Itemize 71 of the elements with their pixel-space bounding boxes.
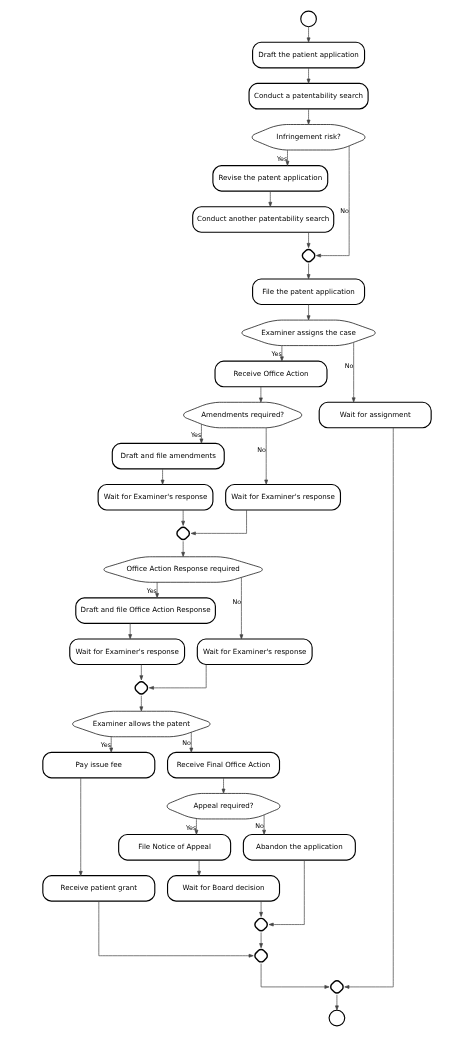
arrow xyxy=(262,814,266,835)
node-diamond xyxy=(134,681,149,695)
node-ellipse: Amendments required? xyxy=(183,401,303,429)
node-ellipse: Examiner allows the patent xyxy=(72,710,211,738)
arrow xyxy=(189,731,194,753)
arrow xyxy=(285,149,290,166)
arrow xyxy=(148,664,207,690)
arrow xyxy=(199,423,204,444)
node-diamond xyxy=(301,248,316,263)
node-box: Wait for Examiner's response xyxy=(97,483,214,511)
node-ellipse: Examiner assigns the case xyxy=(241,319,376,346)
arrow xyxy=(316,145,350,258)
arrow xyxy=(190,509,247,536)
node-box: Wait for assignment xyxy=(318,401,432,429)
node-diamond xyxy=(176,526,191,541)
node-box: Draft and file Office Action Response xyxy=(75,597,216,624)
node-box: Wait for Examiner's response xyxy=(196,638,313,666)
arrow xyxy=(128,623,132,640)
arrow xyxy=(306,304,311,321)
arrow xyxy=(259,900,263,917)
arrow xyxy=(306,263,311,280)
arrow xyxy=(109,736,114,753)
node-ellipse: Infringement risk? xyxy=(251,124,366,151)
node-diamond xyxy=(254,948,268,963)
arrow xyxy=(280,345,284,362)
arrow xyxy=(306,231,311,248)
arrow xyxy=(344,427,394,989)
node-diamond xyxy=(330,980,344,994)
arrow xyxy=(221,777,226,794)
node-box: Conduct another patentability search xyxy=(192,206,335,233)
arrow xyxy=(139,664,144,681)
node-box: Receive Office Action xyxy=(214,360,328,388)
arrow xyxy=(181,509,185,526)
node-circle xyxy=(328,1009,346,1027)
arrow xyxy=(155,581,159,599)
node-box: File Notice of Appeal xyxy=(118,834,232,861)
node-box: Draft the patient application xyxy=(252,41,366,69)
node-circle xyxy=(300,10,317,28)
arrow xyxy=(181,540,185,557)
node-ellipse: Office Action Response required xyxy=(103,556,263,583)
node-box: Wait for Examiner's response xyxy=(69,638,186,666)
node-box: Receive Final Office Action xyxy=(167,751,281,779)
arrow xyxy=(160,468,165,485)
arrow xyxy=(259,932,263,949)
arrow xyxy=(335,994,339,1011)
node-diamond xyxy=(254,917,268,932)
arrow xyxy=(139,695,144,712)
node-box: Wait for Examiner's response xyxy=(225,483,342,511)
node-box: File the patent application xyxy=(252,278,366,306)
node-box: Pay issue fee xyxy=(42,751,156,779)
node-ellipse: Appeal required? xyxy=(166,793,281,820)
node-box: Receive patient grant xyxy=(42,875,156,902)
arrow xyxy=(78,777,83,876)
arrow xyxy=(306,108,311,125)
arrow xyxy=(268,860,305,927)
arrow xyxy=(197,859,201,876)
node-box: Abandon the application xyxy=(242,834,356,861)
arrow xyxy=(239,577,244,640)
arrow xyxy=(268,190,273,207)
arrow xyxy=(98,901,254,958)
node-box: Draft and file amendments xyxy=(111,442,225,470)
node-box: Conduct a patentability search xyxy=(248,82,369,110)
arrow xyxy=(306,26,311,43)
arrow xyxy=(306,67,311,84)
node-box: Wait for Board decision xyxy=(167,875,281,902)
arrow xyxy=(351,342,356,403)
arrow xyxy=(194,818,199,835)
node-box: Revise the patent application xyxy=(212,165,329,192)
arrow xyxy=(259,386,263,403)
arrow xyxy=(264,427,269,485)
arrow xyxy=(260,963,330,989)
